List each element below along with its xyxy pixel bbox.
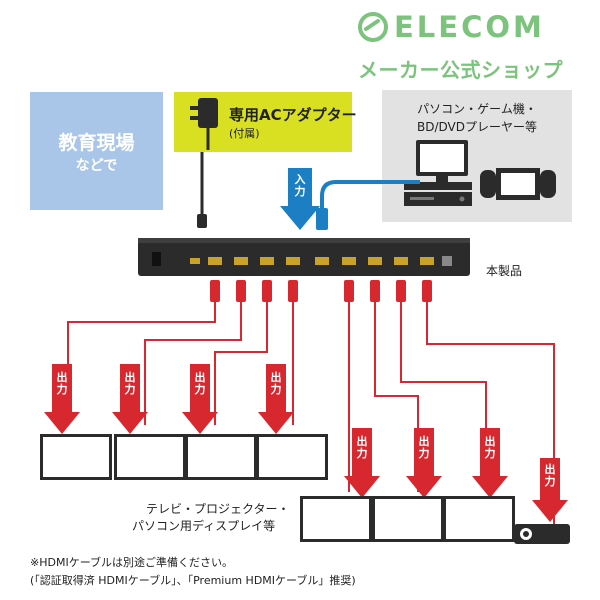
hdmi-splitter-device <box>138 238 470 276</box>
pc-icon <box>404 140 472 206</box>
output-label-8: 出力 <box>544 463 556 488</box>
note-line2: (「認証取得済 HDMIケーブル」、「Premium HDMIケーブル」推奨) <box>30 574 356 587</box>
adapter-note: (付属) <box>229 127 260 140</box>
output-label-7: 出力 <box>484 435 496 460</box>
adapter-plug <box>197 214 207 228</box>
adapter-name: 専用ACアダプター <box>229 106 357 124</box>
input-arrow-icon <box>280 168 320 230</box>
education-subtitle: などで <box>75 158 118 174</box>
adapter-box: 専用ACアダプター (付属) <box>174 92 357 152</box>
product-label: 本製品 <box>486 264 523 278</box>
output-label-1: 出力 <box>56 371 68 396</box>
displays-top-row <box>40 434 328 480</box>
education-box: 教育現場 などで <box>30 92 163 210</box>
output-label-5: 出力 <box>356 435 368 460</box>
displays-bottom-row <box>300 496 515 542</box>
education-title: 教育現場 <box>58 132 135 154</box>
output-label-4: 出力 <box>270 371 282 396</box>
brand-mark-icon <box>358 12 388 42</box>
displays-label-line1: テレビ・プロジェクター・ <box>146 502 290 516</box>
ac-adapter-icon <box>190 98 218 150</box>
output-label-3: 出力 <box>194 371 206 396</box>
output-arrows <box>44 364 568 522</box>
brand-logo: ELECOM <box>358 12 545 42</box>
game-console-icon <box>480 168 556 200</box>
displays-label-line2: パソコン用ディスプレイ等 <box>132 519 276 533</box>
input-label: 入力 <box>294 173 306 198</box>
output-label-6: 出力 <box>418 435 430 460</box>
brand-name: ELECOM <box>394 10 545 44</box>
brand-header: ELECOM メーカー公式ショップ <box>358 12 594 86</box>
output-label-2: 出力 <box>124 371 136 396</box>
source-label-line1: パソコン・ゲーム機・ <box>417 102 537 116</box>
input-plug <box>316 208 328 230</box>
note-line1: ※HDMIケーブルは別途ご準備ください。 <box>30 556 234 569</box>
input-cable <box>320 180 420 228</box>
source-devices-box: パソコン・ゲーム機・ BD/DVDプレーヤー等 <box>382 90 572 222</box>
brand-tagline: メーカー公式ショップ <box>358 58 563 82</box>
source-label-line2: BD/DVDプレーヤー等 <box>417 120 537 134</box>
projector-icon <box>514 524 570 544</box>
